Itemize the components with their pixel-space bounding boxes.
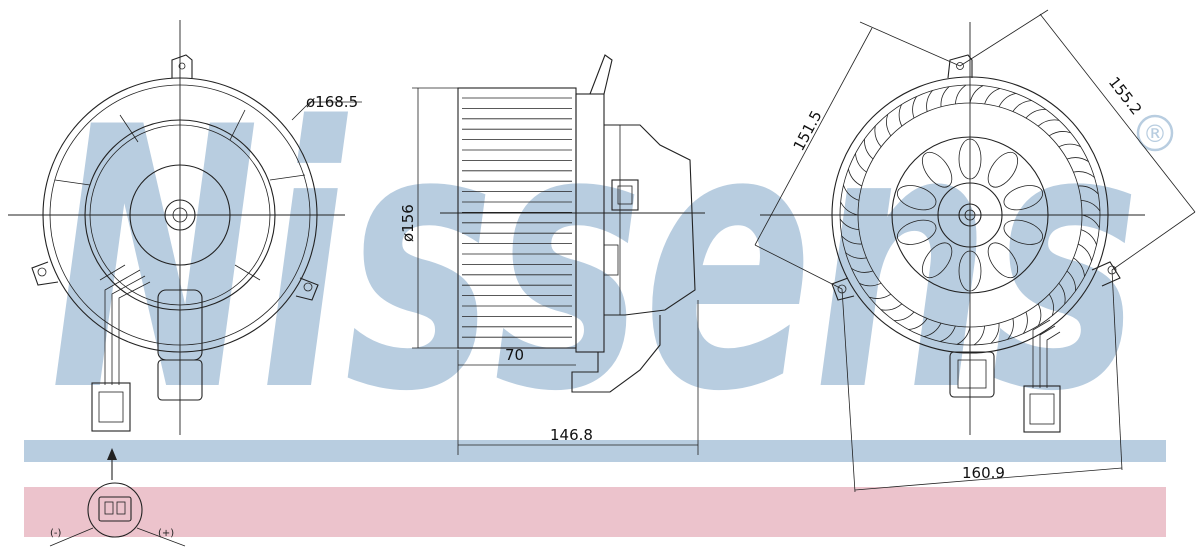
dim-width-total: 160.9	[962, 464, 1005, 482]
connector-detail	[49, 482, 186, 547]
blue-band	[24, 440, 1166, 462]
label-positive: (+)	[158, 528, 174, 539]
dim-diagonal-b: 155.2	[1105, 73, 1146, 118]
front-view	[8, 20, 362, 480]
pink-band	[24, 487, 1166, 537]
brand-watermark: Nissens	[50, 51, 1140, 470]
dim-total-length: 146.8	[550, 426, 593, 444]
registered-circle	[1136, 114, 1174, 152]
rear-view	[754, 9, 1196, 493]
registered-mark: ®	[1143, 120, 1167, 148]
dim-depth-wheel: 70	[505, 346, 524, 364]
side-view	[412, 54, 705, 455]
dim-diameter-housing: ø168.5	[306, 93, 358, 111]
dim-diameter-wheel: ø156	[399, 204, 417, 242]
dim-diagonal-a: 151.5	[790, 108, 826, 154]
label-negative: (-)	[50, 528, 62, 539]
